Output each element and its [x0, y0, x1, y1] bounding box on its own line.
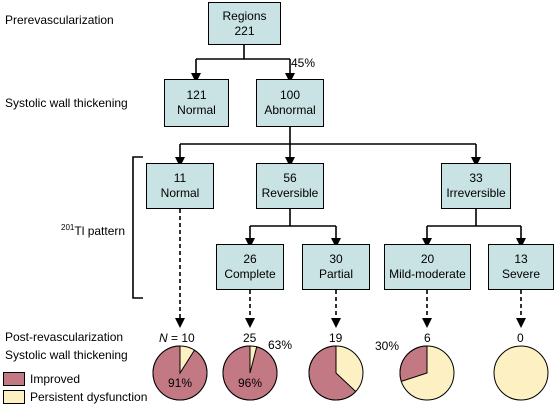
legend-label-improved: Improved [30, 372, 81, 386]
pie-severe [493, 345, 549, 401]
row-label-tl-pattern: 201Tl pattern [61, 223, 126, 239]
pie-partial: 63% [268, 338, 364, 401]
tl-superscript: 201 [61, 223, 75, 232]
pie-slice-improved [152, 345, 208, 401]
legend-label-persistent: Persistent dysfunction [30, 390, 148, 404]
pie-mild-moderate: 30% [375, 339, 455, 401]
outcome-count-partial: 19 [329, 331, 343, 345]
node-mild-moderate: 20 Mild-moderate [384, 244, 471, 290]
outcome-count-complete: 25 [243, 331, 257, 345]
node-partial: 30 Partial [302, 244, 370, 290]
node-tl-normal-count: 11 [173, 171, 187, 185]
node-partial-label: Partial [318, 267, 353, 281]
node-tl-reversible-label: Reversible [261, 186, 319, 200]
node-complete-count: 26 [243, 252, 257, 266]
tl-pattern-text: Tl pattern [74, 224, 126, 238]
node-mild-moderate-count: 20 [420, 252, 435, 266]
pie-slice-improved [308, 345, 357, 401]
pie-data-label: 96% [238, 376, 262, 390]
pie-data-label: 91% [168, 376, 192, 390]
node-abnormal-swt-label: Abnormal [264, 103, 316, 117]
node-tl-reversible-count: 56 [283, 171, 297, 185]
node-normal-swt: 121 Normal [164, 79, 229, 127]
node-tl-irreversible-label: Irreversible [446, 186, 506, 200]
node-regions-count: 221 [234, 23, 255, 38]
node-tl-reversible: 56 Reversible [256, 163, 324, 209]
pie-data-label: 30% [375, 339, 399, 353]
pie-data-label: 63% [268, 338, 292, 352]
pie-complete: 96% [222, 345, 278, 401]
node-tl-irreversible: 33 Irreversible [441, 163, 511, 209]
row-label-prerevascularization: Prerevascularization [5, 13, 114, 27]
outcome-count-normal: N = 10 [159, 331, 195, 345]
legend-swatch-improved [3, 372, 25, 386]
node-severe: 13 Severe [488, 244, 554, 290]
node-normal-swt-count: 121 [186, 88, 207, 102]
node-mild-moderate-label: Mild-moderate [389, 267, 466, 281]
node-regions-title: Regions [222, 8, 267, 23]
node-severe-label: Severe [501, 267, 541, 281]
tl-pattern-bracket [132, 156, 143, 299]
legend-swatch-persistent [3, 390, 25, 404]
node-regions: Regions 221 [208, 2, 281, 45]
outcome-count-normal-prefix: N [159, 331, 168, 345]
row-label-systolic-wall-thickening: Systolic wall thickening [5, 96, 128, 110]
outcome-count-mild-moderate: 6 [424, 331, 431, 345]
outcome-count-normal-text: = 10 [167, 331, 195, 345]
pie-slice-improved [222, 345, 278, 401]
node-abnormal-swt: 100 Abnormal [256, 79, 324, 127]
pie-slice-persistent [493, 345, 549, 401]
row-label-post-systolic-wall-thickening: Systolic wall thickening [5, 348, 128, 362]
node-complete: 26 Complete [216, 244, 284, 290]
pie-slice-improved [399, 345, 428, 382]
pie-normal: 91% [152, 345, 208, 401]
row-label-post-revascularization: Post-revascularization [5, 330, 124, 344]
node-tl-normal: 11 Normal [146, 163, 214, 209]
node-normal-swt-label: Normal [177, 103, 216, 117]
node-tl-irreversible-count: 33 [469, 171, 483, 185]
node-abnormal-swt-count: 100 [279, 88, 301, 102]
node-partial-count: 30 [329, 252, 343, 266]
branch-annotation: 45% [291, 56, 316, 70]
outcome-count-severe: 0 [517, 331, 524, 345]
node-complete-label: Complete [224, 267, 276, 281]
node-tl-normal-label: Normal [160, 186, 200, 200]
node-severe-count: 13 [514, 252, 528, 266]
